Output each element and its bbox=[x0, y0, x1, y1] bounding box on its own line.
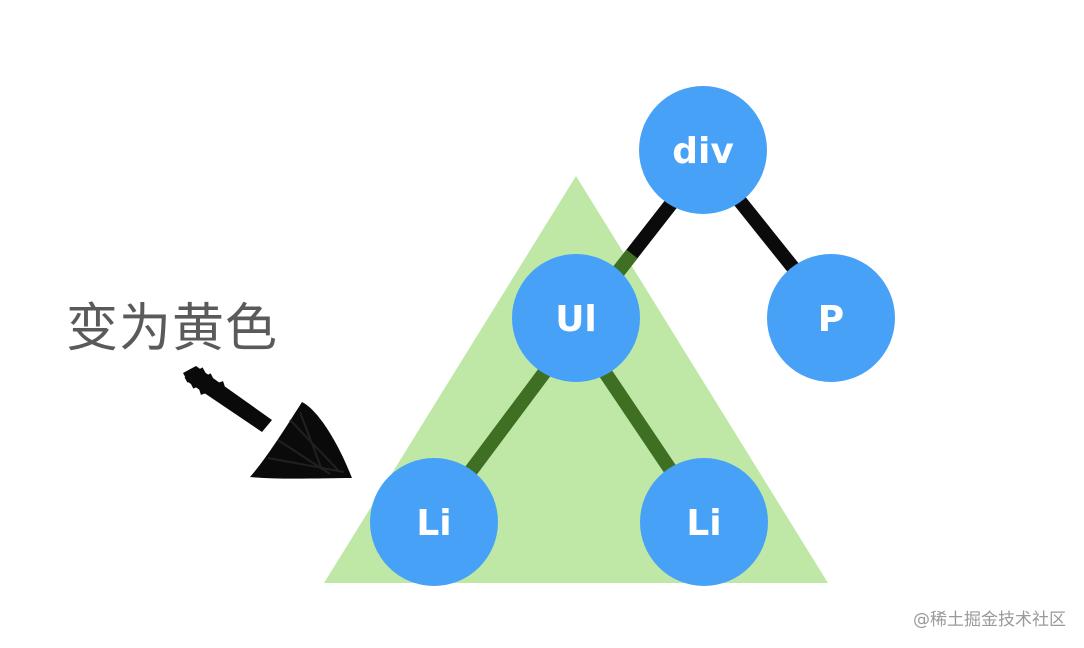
edge-ul-li-right bbox=[594, 361, 678, 476]
node-div: div bbox=[639, 86, 767, 214]
watermark-text: @稀土掘金技术社区 bbox=[913, 610, 1066, 630]
node-li-right: Li bbox=[640, 458, 768, 586]
node-ul: Ul bbox=[512, 254, 640, 382]
node-ul-circle bbox=[512, 254, 640, 382]
node-p: P bbox=[767, 254, 895, 382]
annotation-text: 变为黄色 bbox=[66, 299, 279, 359]
arrow-icon bbox=[183, 366, 352, 479]
node-div-label: div bbox=[672, 131, 734, 172]
node-p-label: P bbox=[818, 299, 844, 340]
edge-ul-li-left bbox=[464, 360, 556, 477]
node-div-circle bbox=[639, 86, 767, 214]
node-li-left-circle bbox=[370, 458, 498, 586]
edge-div-p bbox=[729, 190, 801, 275]
node-ul-label: Ul bbox=[555, 299, 597, 340]
node-li-left: Li bbox=[370, 458, 498, 586]
node-li-right-circle bbox=[640, 458, 768, 586]
node-li-right-label: Li bbox=[686, 503, 721, 544]
node-p-circle bbox=[767, 254, 895, 382]
node-li-left-label: Li bbox=[416, 503, 451, 544]
